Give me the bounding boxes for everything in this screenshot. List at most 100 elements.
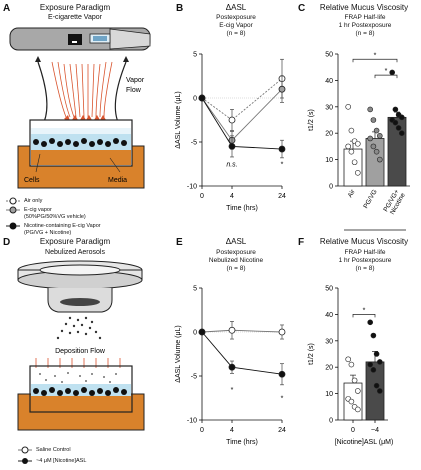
- panel-label-d: D: [3, 237, 11, 248]
- deposited-particles: [39, 372, 117, 383]
- data-point: [348, 127, 355, 134]
- panel-d-subtitle: Nebulized Aerosols: [45, 249, 105, 256]
- panel-label-c: C: [298, 3, 306, 14]
- y-tick-label: 40: [325, 312, 333, 319]
- data-point: [345, 356, 352, 363]
- data-point: [395, 125, 402, 131]
- data-point: [228, 116, 236, 124]
- series-line: [201, 78, 283, 121]
- legend-saline: Saline Control: [36, 447, 71, 453]
- ecig-device-icon: [9, 27, 151, 51]
- ecig-diagram: Vapor Flow Cells Media: [9, 27, 151, 189]
- y-tick-label: 5: [193, 286, 197, 293]
- y-tick-label: -5: [191, 374, 197, 381]
- x-axis-label: Time (hrs): [226, 205, 258, 212]
- legend-marker-nicotine: [22, 458, 28, 464]
- data-point: [370, 367, 377, 373]
- data-point: [354, 406, 361, 413]
- data-point: [348, 148, 355, 155]
- legend-nicotine-detail: (PG/VG + Nicotine): [24, 230, 72, 236]
- panel-e-subtitle-2: Nebulized Nicotine: [208, 257, 264, 264]
- data-point: [377, 133, 383, 139]
- data-point: [345, 143, 352, 150]
- data-point: [399, 130, 405, 136]
- x-tick-label: PG/VG+Nicotine: [382, 188, 407, 216]
- data-point: [278, 328, 286, 336]
- cell-layer-icon-d: [33, 387, 127, 396]
- significance-label: *: [231, 387, 234, 394]
- data-point: [354, 140, 361, 147]
- data-point: [392, 119, 399, 126]
- panel-b-subtitle-1: Postexposure: [216, 14, 256, 21]
- panel-b-subtitle-3: (n = 8): [226, 30, 246, 37]
- data-point: [351, 159, 358, 166]
- data-point: [373, 148, 380, 155]
- panel-d-title: Exposure Paradigm: [39, 237, 111, 246]
- data-point: [348, 361, 355, 368]
- x-axis-label: [Nicotine]ASL (μM): [335, 439, 394, 446]
- data-point: [367, 319, 373, 326]
- data-point: [367, 361, 373, 368]
- data-point: [367, 135, 373, 142]
- panel-label-b: B: [176, 3, 184, 14]
- data-point: [354, 170, 361, 176]
- legend-marker-black: [9, 222, 17, 230]
- y-tick-label: 30: [325, 104, 333, 111]
- data-point: [228, 326, 236, 334]
- x-tick-label: 4: [230, 193, 234, 200]
- legend-marker-gray: [9, 206, 17, 214]
- data-point: [354, 388, 361, 394]
- panel-b-title: ΔASL: [225, 3, 247, 12]
- x-tick-label: Air: [347, 188, 357, 199]
- data-point: [367, 106, 373, 113]
- series-line: [201, 97, 283, 150]
- x-tick-label: PG/VG: [362, 189, 378, 210]
- significance-label: *: [281, 396, 284, 403]
- y-tick-label: 20: [325, 365, 333, 372]
- legend-marker-saline: [21, 446, 29, 454]
- legend-ecig-detail: (50%PG/50%VG vehicle): [24, 214, 86, 220]
- nebulizer-diagram: Deposition Flow: [17, 260, 145, 431]
- y-tick-label: 30: [325, 338, 333, 345]
- data-point: [228, 363, 236, 371]
- culture-well-icon-d: [17, 365, 145, 431]
- data-point: [377, 156, 383, 163]
- x-tick-label: 4: [230, 427, 234, 434]
- panel-e-subtitle-1: Postexposure: [216, 249, 256, 256]
- y-axis-label: t1/2 (s): [308, 109, 315, 131]
- culture-well-icon: [17, 119, 145, 189]
- deposition-flow-label: Deposition Flow: [55, 348, 106, 355]
- x-tick-label: 0: [200, 193, 204, 200]
- panel-c-subtitle-2: 1 hr Postexposure: [338, 22, 392, 29]
- significance-label: *: [363, 307, 366, 314]
- y-tick-label: 50: [325, 52, 333, 59]
- data-point: [377, 359, 383, 365]
- panel-label-e: E: [176, 237, 183, 248]
- data-point: [370, 332, 377, 339]
- data-point: [373, 382, 380, 389]
- data-point: [370, 143, 377, 150]
- data-point: [389, 69, 395, 76]
- x-tick-label: 24: [278, 193, 286, 200]
- legend-nicotine-asl: ~4 μM [Nicotine]ASL: [36, 458, 87, 464]
- data-point: [278, 145, 286, 153]
- significance-label: n.s.: [226, 162, 237, 169]
- series-line: [201, 329, 283, 333]
- flow-label: Flow: [126, 87, 142, 94]
- data-point: [198, 328, 206, 336]
- y-tick-label: -10: [187, 418, 197, 425]
- data-point: [278, 85, 286, 93]
- y-tick-label: -10: [187, 184, 197, 191]
- x-tick-label: ~4: [371, 427, 379, 434]
- y-tick-label: 20: [325, 131, 333, 138]
- significance-label: *: [374, 52, 377, 59]
- vapor-label: Vapor: [126, 77, 145, 84]
- legend-nicotine: Nicotine-containing E-cig Vapor: [24, 223, 101, 229]
- data-point: [228, 143, 236, 150]
- y-tick-label: 0: [193, 330, 197, 337]
- data-point: [392, 106, 399, 113]
- y-tick-label: 5: [193, 52, 197, 59]
- y-tick-label: 10: [325, 157, 333, 164]
